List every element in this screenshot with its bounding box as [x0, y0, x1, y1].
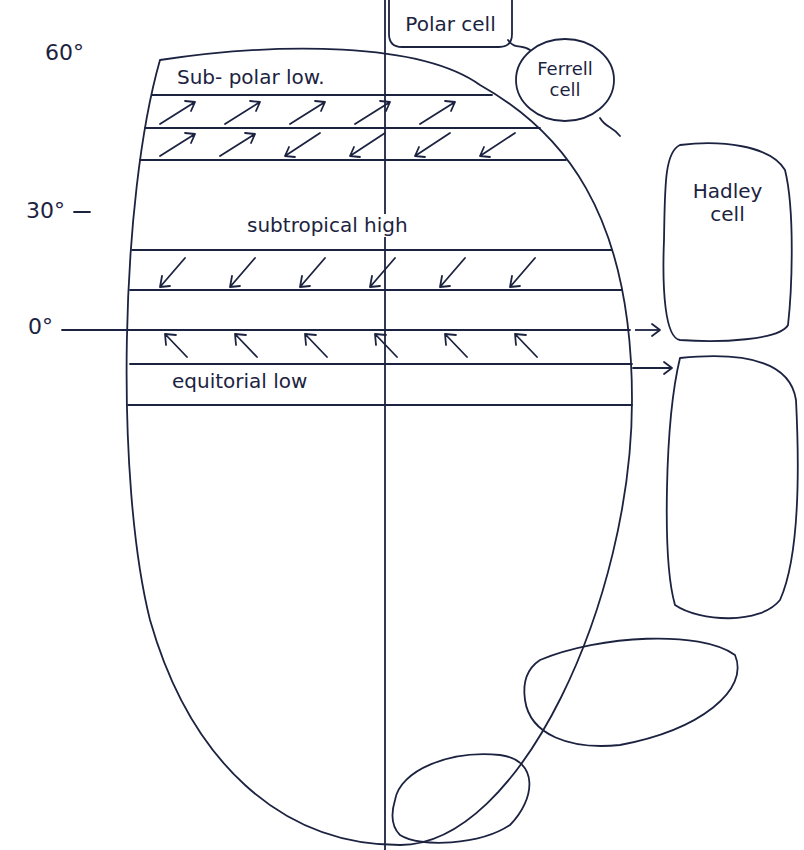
- globe-outline: [127, 49, 632, 845]
- southern-polar-blob: [393, 754, 530, 843]
- illustration-group: [62, 0, 798, 850]
- reverse-arrows: [285, 133, 515, 157]
- circle-outline: [516, 39, 614, 121]
- blob-outline: [663, 143, 791, 341]
- cell-circle: Ferrell cell: [515, 38, 615, 122]
- latitude-label: 0°: [28, 314, 53, 339]
- latitude-dash: [74, 211, 90, 213]
- pressure-belt-label: equitorial low: [170, 370, 309, 393]
- earth-outline: Sub- polar low. subtropical high equitoria…: [120, 40, 635, 848]
- box-outline: [389, 0, 512, 47]
- arrow-head: [652, 324, 660, 336]
- node-outline: [660, 140, 795, 345]
- pressure-belt-label: Sub- polar low.: [175, 66, 327, 89]
- latitude-label: 60°: [45, 40, 84, 65]
- cell-link-marks: [508, 40, 620, 136]
- latitude-label: 30°: [26, 198, 65, 223]
- cell-blob: Hadley cell: [660, 140, 795, 345]
- flow-arrow: [635, 324, 660, 336]
- latitude-lines: [62, 95, 632, 405]
- flow-arrow-line: [635, 329, 660, 331]
- southern-ferrel-blob: [524, 639, 737, 746]
- southern-flow-arrow: [633, 362, 672, 374]
- cell-name: Ferrell cell: [526, 59, 604, 100]
- trade-wind-arrows: [160, 258, 535, 287]
- pressure-belt-label: subtropical high: [245, 214, 410, 237]
- westerly-arrows: [160, 101, 455, 156]
- node-outline: [120, 40, 635, 848]
- southern-trade-arrows: [165, 334, 537, 357]
- cell-name: Polar cell: [403, 13, 497, 36]
- cell-box: Polar cell: [388, 0, 513, 48]
- cell-name: Hadley cell: [676, 180, 780, 226]
- southern-cell-blob: [667, 356, 798, 618]
